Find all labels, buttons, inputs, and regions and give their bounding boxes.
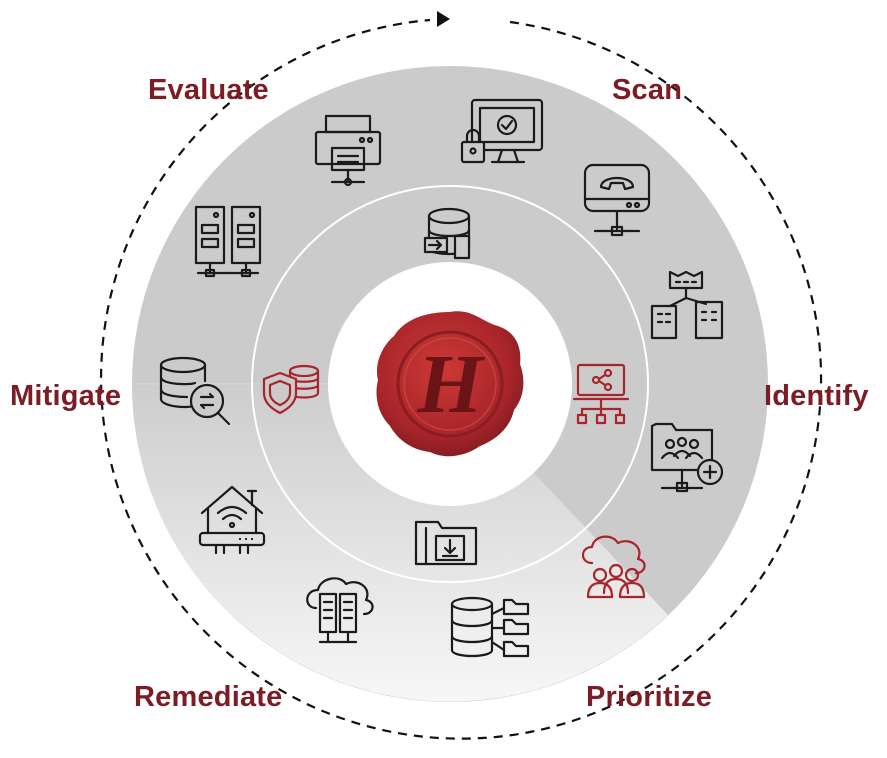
folder-download-icon [414, 520, 478, 566]
inner-ring [251, 185, 649, 583]
stage-label-identify: Identify [764, 380, 869, 412]
seal-letter: H [416, 338, 485, 431]
stage-label-scan: Scan [612, 74, 683, 106]
server-racks-icon [194, 205, 262, 278]
stage-label-mitigate: Mitigate [10, 380, 122, 412]
stage-label-evaluate: Evaluate [148, 74, 269, 106]
factory-buildings-icon [650, 270, 724, 340]
cycle-dashed-ring [99, 11, 823, 740]
stage-label-remediate: Remediate [134, 681, 283, 713]
stage-label-prioritize: Prioritize [586, 681, 713, 713]
shield-coins-icon [262, 364, 320, 415]
locked-monitor-icon [460, 98, 544, 164]
database-search-icon [159, 356, 231, 426]
cloud-team-icon [581, 535, 646, 599]
cycle-arrow-icon [437, 11, 450, 27]
network-phone-icon [583, 163, 651, 237]
cloud-servers-icon [306, 577, 374, 644]
wax-seal-logo: H [376, 311, 524, 457]
printer-network-icon [314, 114, 382, 187]
laptop-hierarchy-icon [572, 363, 630, 425]
folder-team-add-icon [650, 422, 724, 493]
database-folders-icon [450, 596, 530, 658]
database-transfer-icon [423, 207, 471, 260]
wifi-house-router-icon [198, 485, 266, 555]
